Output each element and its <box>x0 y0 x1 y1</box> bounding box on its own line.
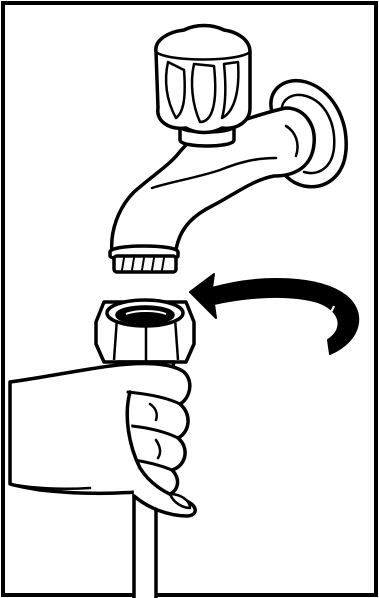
faucet-handle-flute-2 <box>192 64 215 122</box>
hand-palm <box>10 364 190 496</box>
coupling-opening-inner <box>117 307 173 323</box>
